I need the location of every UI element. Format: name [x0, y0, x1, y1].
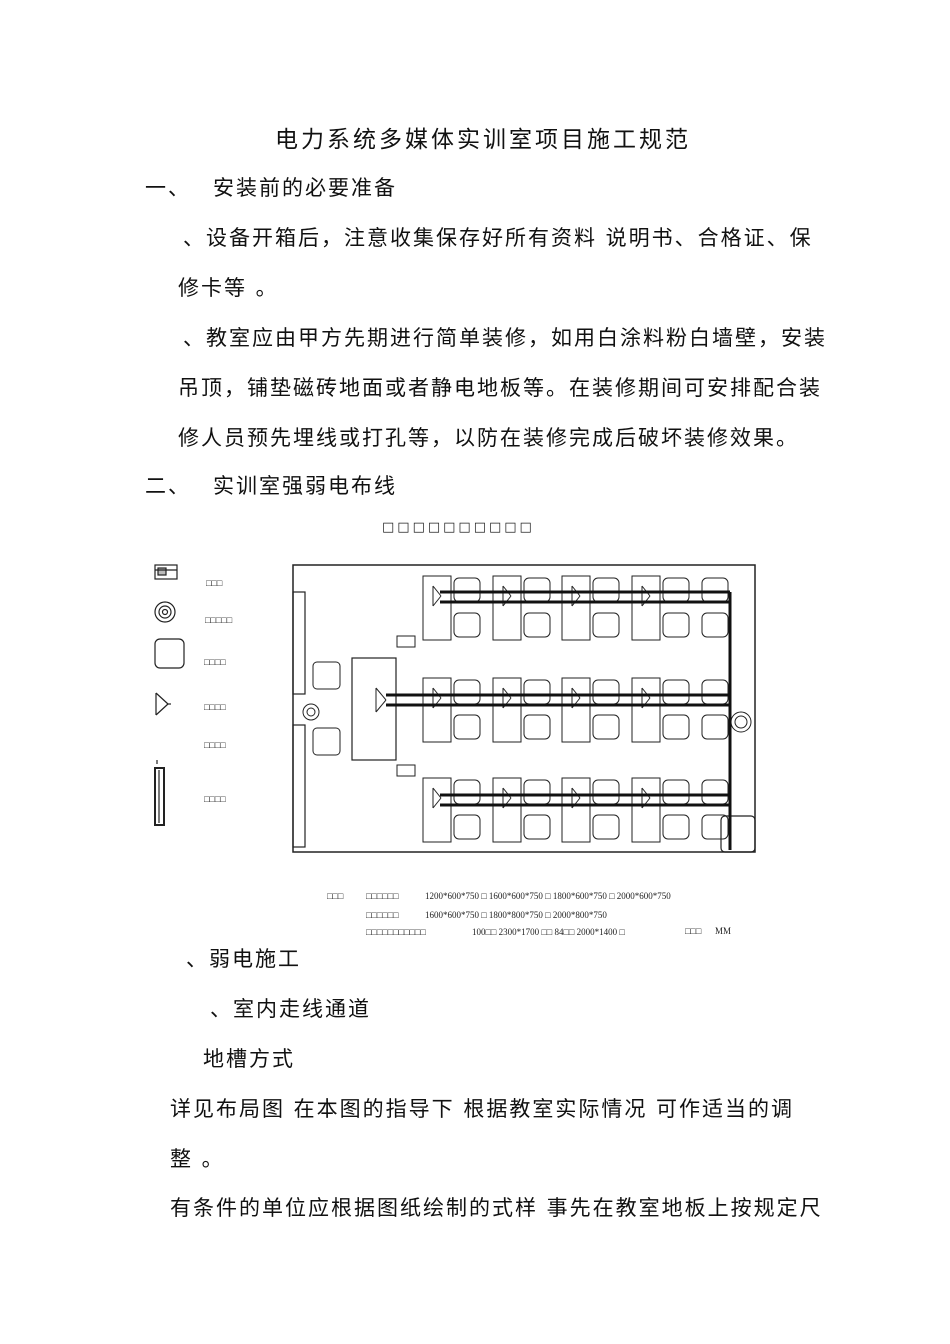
chair: [662, 714, 690, 740]
chair: [662, 577, 690, 603]
desk: [422, 777, 452, 843]
page-title: 电力系统多媒体实训室项目施工规范: [275, 127, 691, 153]
note-unit-label: □□□: [685, 926, 702, 936]
monitor-mark: [432, 787, 442, 799]
section-heading: 实训室强弱电布线: [213, 474, 397, 498]
chair: [453, 577, 481, 603]
desk: [422, 575, 452, 641]
section-number: 二、: [145, 474, 191, 498]
paragraph-line: 有条件的单位应根据图纸绘制的式样 事先在教室地板上按规定尺: [170, 1196, 823, 1220]
legend-label: □□□□□: [205, 615, 233, 625]
paragraph-line: 、设备开箱后，注意收集保存好所有资料 说明书、合格证、保: [183, 226, 813, 250]
chair: [701, 714, 729, 740]
note-values: 100□□ 2300*1700 □□ 84□□ 2000*1400 □: [472, 927, 625, 937]
chair: [453, 779, 481, 805]
desk: [631, 777, 661, 843]
subsection-heading: 、室内走线通道: [210, 997, 371, 1021]
desk: [492, 575, 522, 641]
chair: [701, 814, 729, 840]
chair: [592, 577, 620, 603]
desk: [561, 777, 591, 843]
legend-label: □□□□: [204, 794, 226, 804]
chair: [701, 577, 729, 603]
chair: [662, 779, 690, 805]
chair: [453, 612, 481, 638]
legend-label: □□□□: [204, 740, 226, 750]
paragraph-line: 、教室应由甲方先期进行简单装修，如用白涂料粉白墙壁，安装: [183, 326, 827, 350]
chair: [523, 577, 551, 603]
desk: [492, 777, 522, 843]
classroom: [292, 564, 756, 853]
subsection-heading: 、弱电施工: [186, 947, 301, 971]
chair: [453, 679, 481, 705]
paragraph-line: 修卡等 。: [178, 276, 279, 300]
chair: [701, 679, 729, 705]
chair: [523, 679, 551, 705]
speaker-icon: [154, 601, 176, 623]
chair: [453, 814, 481, 840]
note-sublabel: □□□□□□: [366, 891, 399, 901]
paragraph-line: 整 。: [170, 1147, 225, 1171]
note-unit: MM: [715, 926, 732, 936]
chair: [592, 679, 620, 705]
desk: [561, 677, 591, 743]
chair: [523, 814, 551, 840]
legend-label: □□□: [206, 578, 223, 588]
chair: [523, 779, 551, 805]
paragraph-line: 修人员预先埋线或打孔等，以防在装修完成后破坏装修效果。: [178, 426, 799, 450]
legend-label: □□□□: [204, 702, 226, 712]
chair: [662, 679, 690, 705]
monitor-mark: [432, 585, 442, 597]
cable-trunking: [386, 590, 732, 850]
note-sublabel: □□□□□□□□□□□: [366, 927, 426, 937]
chair: [523, 714, 551, 740]
chair: [523, 612, 551, 638]
paragraph-line: 详见布局图 在本图的指导下 根据教室实际情况 可作适当的调: [170, 1097, 795, 1121]
desk: [561, 575, 591, 641]
figure-caption: □□□□□□□□□□: [382, 520, 535, 535]
desk: [631, 575, 661, 641]
chair: [592, 714, 620, 740]
legend-symbols: [154, 564, 185, 826]
chair: [453, 714, 481, 740]
subsection-heading: 地槽方式: [203, 1047, 295, 1071]
section-number: 一、: [145, 176, 191, 200]
whiteboard-icon: [154, 760, 165, 826]
chair: [701, 779, 729, 805]
chair-icon: [154, 638, 185, 669]
chair: [662, 612, 690, 638]
note-label: □□□: [327, 891, 344, 901]
monitor-icon: [155, 692, 171, 716]
desk-grid: [422, 575, 729, 843]
legend-label: □□□□: [204, 657, 226, 667]
chair: [592, 612, 620, 638]
note-values: 1600*600*750 □ 1800*800*750 □ 2000*800*7…: [425, 910, 607, 920]
socket-icon: [154, 564, 178, 580]
monitor-mark: [432, 797, 442, 809]
chair: [592, 814, 620, 840]
section-heading: 安装前的必要准备: [213, 176, 397, 200]
desk: [631, 677, 661, 743]
monitor-mark: [432, 595, 442, 607]
chair: [701, 612, 729, 638]
desk: [492, 677, 522, 743]
desk: [422, 677, 452, 743]
note-values: 1200*600*750 □ 1600*600*750 □ 1800*600*7…: [425, 891, 671, 901]
paragraph-line: 吊顶，铺垫磁砖地面或者静电地板等。在装修期间可安排配合装: [178, 376, 822, 400]
chair: [662, 814, 690, 840]
chair: [592, 779, 620, 805]
note-sublabel: □□□□□□: [366, 910, 399, 920]
